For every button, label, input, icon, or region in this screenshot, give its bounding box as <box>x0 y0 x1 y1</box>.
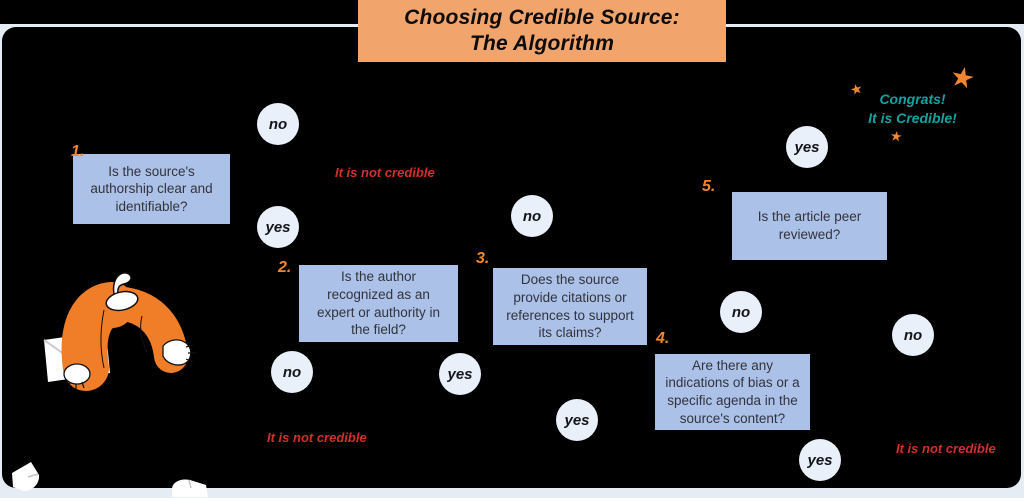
shoe-graphic <box>12 462 208 497</box>
head-graphic <box>105 272 139 312</box>
question-box-4: Are there any indications of bias or a s… <box>655 354 810 430</box>
step-number-3: 3. <box>476 250 490 267</box>
decision-circle-yes-5: yes <box>799 439 841 481</box>
question-box-3: Does the source provide citations or ref… <box>493 268 647 345</box>
outcome-credible-message: Congrats! It is Credible! <box>845 90 980 128</box>
question-box-5: Is the article peer reviewed? <box>732 192 887 260</box>
decision-circle-no-3: no <box>271 351 313 393</box>
decision-circle-yes-3: yes <box>556 399 598 441</box>
hand-graphic <box>162 339 196 366</box>
outcome-not-credible-3: It is not credible <box>896 441 996 456</box>
decision-circle-no-2: no <box>511 195 553 237</box>
decision-circle-no-1: no <box>257 103 299 145</box>
question-box-2: Is the author recognized as an expert or… <box>299 265 458 342</box>
step-number-2: 2. <box>278 259 292 276</box>
title-banner: Choosing Credible Source: The Algorithm <box>358 0 726 62</box>
question-box-1: Is the source's authorship clear and ide… <box>73 154 230 224</box>
step-number-4: 4. <box>656 330 670 347</box>
step-number-5: 5. <box>702 178 716 195</box>
congrats-line1: Congrats! <box>879 91 946 107</box>
step-number-1: 1. <box>71 143 85 160</box>
hand-graphic <box>63 363 91 390</box>
star-icon: ★ <box>888 127 904 145</box>
decision-circle-no-5: no <box>892 314 934 356</box>
decision-circle-no-4: no <box>720 291 762 333</box>
outcome-not-credible-1: It is not credible <box>335 165 435 180</box>
decision-circle-yes-2: yes <box>439 353 481 395</box>
decision-circle-yes-4: yes <box>786 126 828 168</box>
person-illustration <box>12 272 208 497</box>
page-title-line1: Choosing Credible Source: <box>404 6 680 29</box>
decision-circle-yes-1: yes <box>257 206 299 248</box>
page-title-line2: The Algorithm <box>469 32 615 55</box>
congrats-line2: It is Credible! <box>868 110 957 126</box>
outcome-not-credible-2: It is not credible <box>267 430 367 445</box>
